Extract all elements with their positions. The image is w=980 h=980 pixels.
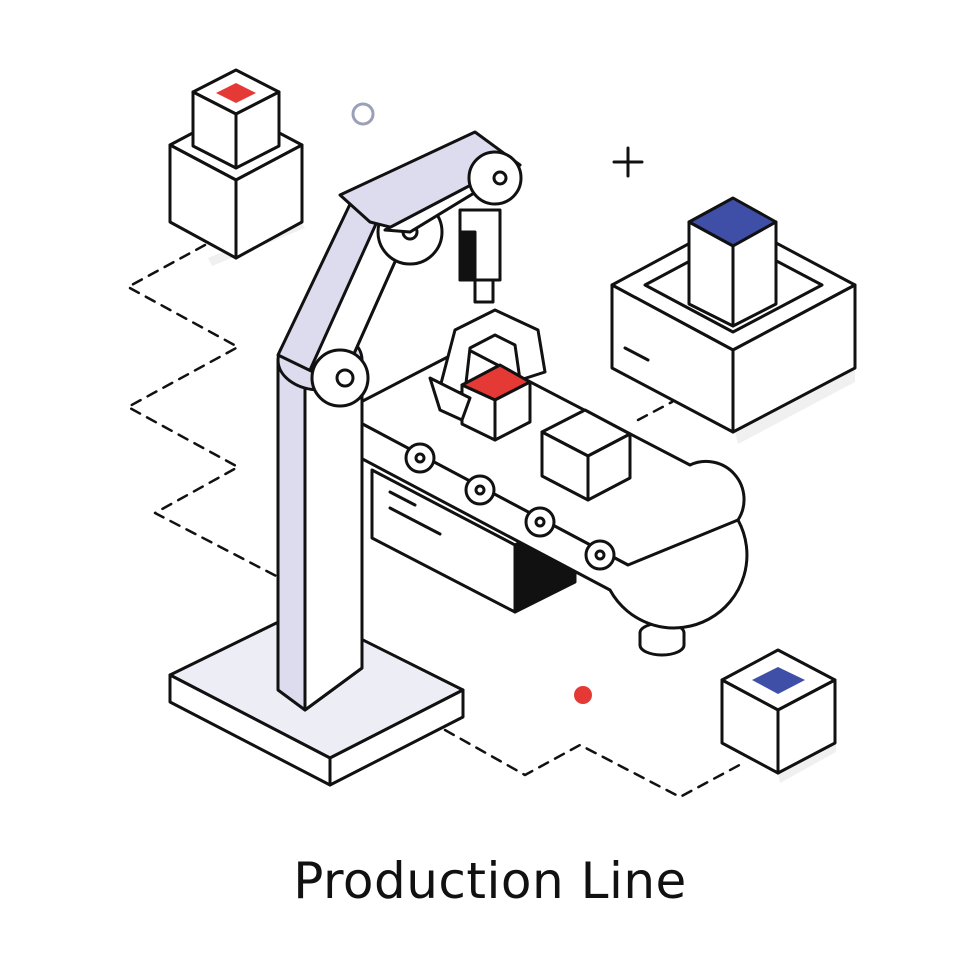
decor-plus-icon bbox=[612, 146, 644, 178]
dashed-route-bottom bbox=[443, 728, 747, 799]
dashed-route-right bbox=[636, 400, 674, 422]
decor-circle-icon bbox=[351, 102, 375, 126]
decor-red-dot bbox=[574, 686, 592, 704]
stacked-boxes-icon bbox=[168, 68, 305, 266]
package-box-icon bbox=[720, 648, 837, 783]
dashed-route-left bbox=[126, 243, 282, 580]
gripper-icon bbox=[428, 308, 547, 442]
container-box-icon bbox=[610, 196, 857, 444]
caption-title: Production Line bbox=[293, 852, 687, 910]
robot-arm-icon bbox=[168, 130, 523, 787]
